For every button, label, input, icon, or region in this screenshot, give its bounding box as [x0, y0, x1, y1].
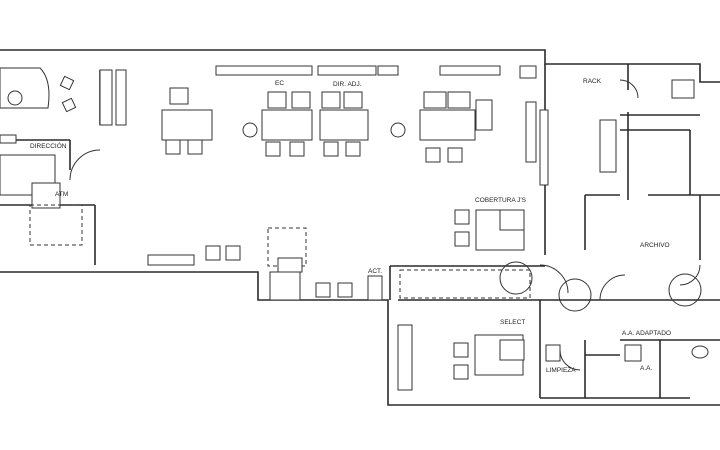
label-limpieza: LIMPIEZA [546, 367, 576, 374]
label-atm: ATM [55, 191, 68, 198]
label-archivo: ARCHIVO [640, 242, 670, 249]
outer-walls [0, 49, 720, 406]
label-direccion: DIRECCIÓN [30, 141, 67, 150]
label-cobertura: COBERTURA J'S [475, 197, 527, 204]
room-labels: DIRECCIÓN ATM EC DIR. ADJ. RACK COBERTUR… [30, 78, 671, 374]
direccion-office [0, 67, 83, 246]
wall-cabinets [99, 65, 617, 186]
label-ec: EC [275, 80, 284, 87]
lower-left-furniture [147, 227, 531, 301]
label-aa: A.A. [640, 365, 652, 372]
label-act: ACT. [368, 268, 382, 275]
label-rack: RACK [583, 78, 602, 85]
restroom-fixtures [545, 79, 709, 362]
workstations [161, 87, 493, 163]
label-aa-adaptado: A.A. ADAPTADO [622, 330, 671, 337]
cobertura-area [454, 209, 525, 251]
label-select: SELECT [500, 319, 525, 326]
label-dir-adj: DIR. ADJ. [333, 81, 362, 88]
accessibility-icon [499, 261, 702, 312]
select-office [397, 324, 525, 391]
